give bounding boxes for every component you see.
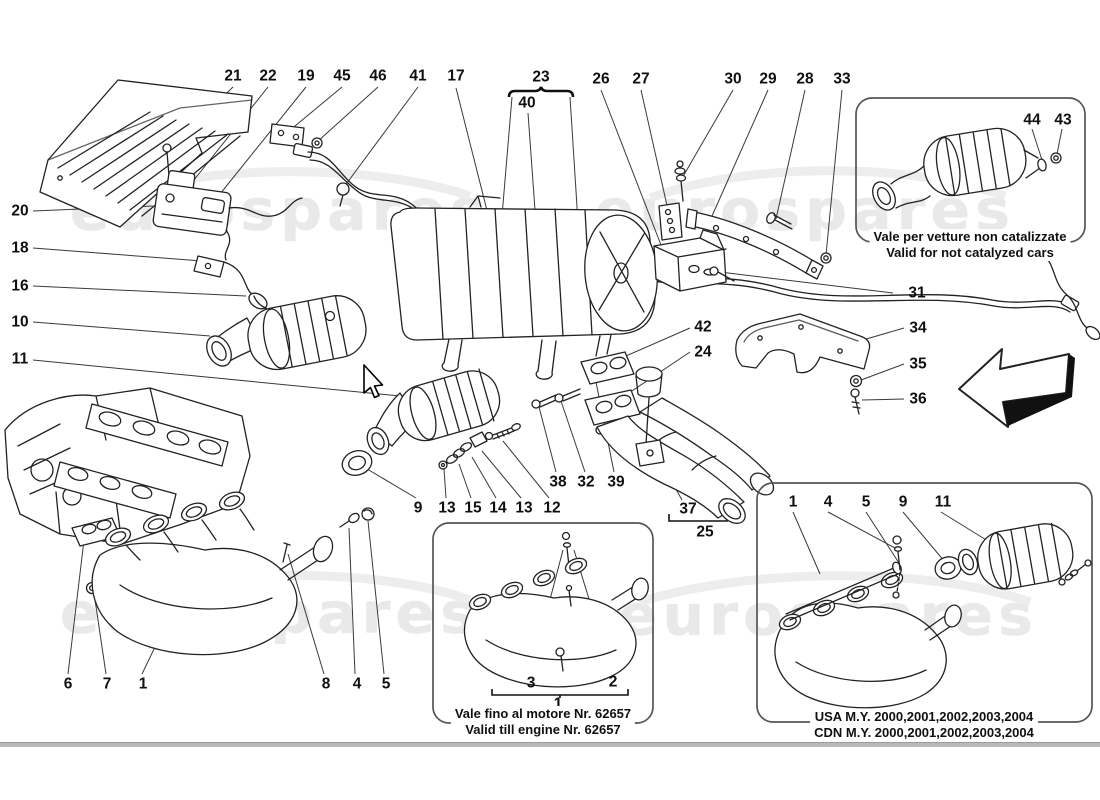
callout-16: 16: [11, 277, 29, 295]
callout-38: 38: [549, 473, 567, 491]
callout-22: 22: [259, 67, 277, 85]
callout-37: 37: [679, 500, 697, 518]
callout-28: 28: [796, 70, 814, 88]
callout-1: 1: [138, 675, 148, 693]
callout-46: 46: [369, 67, 387, 85]
trunk-floor-panel: [39, 79, 253, 228]
callout-valid-till-engine-3: 3: [526, 674, 536, 692]
callout-usa-cdn-11: 11: [934, 493, 952, 511]
callout-usa-cdn-4: 4: [823, 493, 833, 511]
callout-31: 31: [908, 284, 926, 302]
callout-8: 8: [321, 675, 331, 693]
callout-17: 17: [447, 67, 465, 85]
inset-usa-cdn: [756, 482, 1093, 723]
heat-shield-plate: [735, 313, 871, 415]
callout-valid-till-engine-2: 2: [608, 673, 618, 691]
callout-valid-till-engine-1: 1: [553, 695, 563, 713]
callout-21: 21: [224, 67, 242, 85]
callout-27: 27: [632, 70, 650, 88]
control-unit: [152, 143, 303, 261]
catalytic-converter: [206, 295, 367, 371]
caption-line: Valid till engine Nr. 62657: [465, 722, 621, 737]
mouse-cursor: [363, 364, 384, 399]
callout-25: 25: [696, 523, 714, 541]
callout-34: 34: [909, 319, 927, 337]
caption-line: Vale fino al motore Nr. 62657: [454, 706, 632, 721]
callout-36: 36: [909, 390, 927, 408]
pre-silencer: [341, 368, 501, 476]
callout-13: 13: [438, 499, 456, 517]
callout-39: 39: [607, 473, 625, 491]
callout-33: 33: [833, 70, 851, 88]
page-bottom-separator: [0, 742, 1100, 747]
callout-24: 24: [694, 343, 712, 361]
callout-40: 40: [518, 94, 536, 112]
callout-45: 45: [333, 67, 351, 85]
callout-14: 14: [489, 499, 507, 517]
callout-32: 32: [577, 473, 595, 491]
callout-18: 18: [11, 239, 29, 257]
callout-10: 10: [11, 313, 29, 331]
engine-block: [4, 387, 251, 545]
spring-bolt-set: [438, 423, 521, 470]
callout-7: 7: [102, 675, 112, 693]
caption-line: USA M.Y. 2000,2001,2002,2003,2004: [814, 709, 1034, 724]
callout-usa-cdn-5: 5: [861, 493, 871, 511]
callout-35: 35: [909, 355, 927, 373]
callout-non-catalyzed-44: 44: [1023, 111, 1041, 129]
callout-4: 4: [352, 675, 362, 693]
callout-usa-cdn-1: 1: [788, 493, 798, 511]
exhaust-manifold: [71, 491, 375, 656]
callout-41: 41: [409, 67, 427, 85]
callout-usa-cdn-9: 9: [898, 493, 908, 511]
callout-12: 12: [543, 499, 561, 517]
callout-42: 42: [694, 318, 712, 336]
callout-15: 15: [464, 499, 482, 517]
main-silencer: [390, 195, 658, 380]
callout-11: 11: [11, 350, 29, 368]
callout-9: 9: [413, 499, 423, 517]
callout-20: 20: [11, 202, 29, 220]
callout-non-catalyzed-43: 43: [1054, 111, 1072, 129]
callout-23: 23: [532, 68, 550, 86]
caption-line: Valid for not catalyzed cars: [886, 245, 1054, 260]
callout-19: 19: [297, 67, 315, 85]
callout-13: 13: [515, 499, 533, 517]
callout-26: 26: [592, 70, 610, 88]
wiring-harness: [269, 123, 1100, 341]
callout-30: 30: [724, 70, 742, 88]
caption-line: Vale per vetture non catalizzate: [873, 229, 1067, 244]
center-pipe-assembly: [531, 351, 775, 524]
direction-arrow: [958, 348, 1075, 428]
callout-29: 29: [759, 70, 777, 88]
caption-line: CDN M.Y. 2000,2001,2002,2003,2004: [814, 725, 1034, 740]
rear-mount-bracket: [653, 160, 832, 292]
inset-valid-till-engine: [432, 522, 654, 724]
callout-5: 5: [381, 675, 391, 693]
callout-6: 6: [63, 675, 73, 693]
